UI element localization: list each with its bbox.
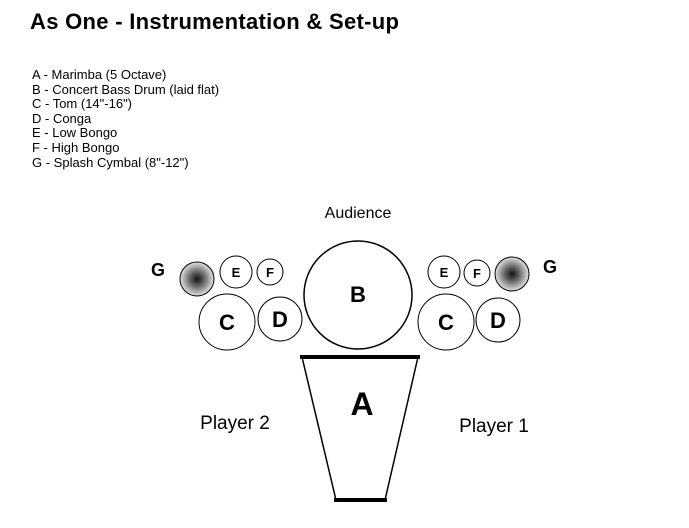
conga-right — [475, 297, 521, 343]
splash-cymbal-left — [179, 261, 215, 297]
page-title: As One - Instrumentation & Set-up — [30, 9, 400, 34]
high-bongo-left — [256, 258, 284, 286]
conga-left — [257, 296, 303, 342]
legend-item-c: C - Tom (14"-16") — [32, 96, 133, 112]
cymbal-right-label: G — [543, 257, 557, 277]
legend-item-g: G - Splash Cymbal (8"-12") — [32, 154, 189, 170]
low-bongo-left — [219, 255, 253, 289]
high-bongo-left-label: F — [266, 265, 274, 280]
bass-drum-label: B — [350, 282, 366, 307]
conga-left-label: D — [272, 307, 288, 332]
tom-right-label: C — [438, 310, 454, 335]
high-bongo-right-label: F — [473, 266, 481, 281]
legend-item-d: D - Conga — [32, 110, 92, 126]
instrument-legend: A - Marimba (5 Octave) B - Concert Bass … — [32, 67, 220, 170]
audience-label: Audience — [325, 205, 392, 222]
low-bongo-right-label: E — [440, 265, 449, 280]
player-2-label: Player 2 — [200, 413, 270, 434]
tom-left-label: C — [219, 310, 235, 335]
marimba — [301, 356, 419, 501]
player-1-label: Player 1 — [459, 416, 529, 437]
legend-item-b: B - Concert Bass Drum (laid flat) — [32, 81, 220, 97]
low-bongo-right — [427, 255, 461, 289]
tom-left — [198, 293, 256, 351]
conga-right-label: D — [490, 308, 506, 333]
legend-item-e: E - Low Bongo — [32, 125, 118, 141]
tom-right — [417, 293, 475, 351]
cymbal-left-label: G — [151, 260, 165, 280]
high-bongo-right — [463, 259, 491, 287]
splash-cymbal-right — [494, 256, 530, 292]
low-bongo-left-label: E — [232, 265, 241, 280]
marimba-label: A — [350, 386, 373, 422]
concert-bass-drum — [303, 240, 413, 350]
legend-item-a: A - Marimba (5 Octave) — [32, 67, 167, 82]
legend-item-f: F - High Bongo — [32, 139, 120, 155]
